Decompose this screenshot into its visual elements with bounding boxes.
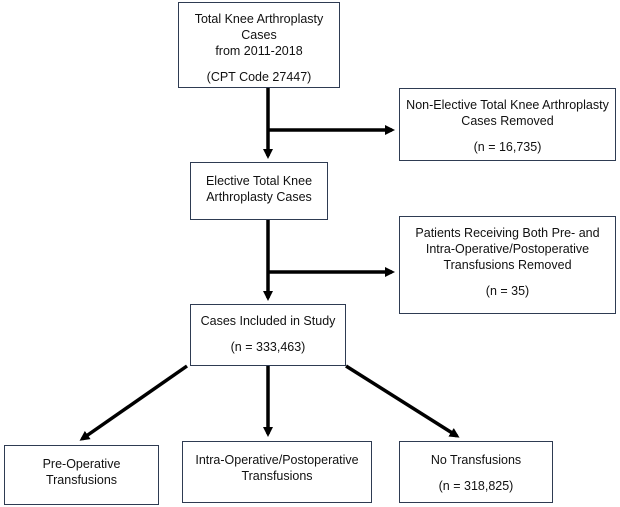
box-text: Pre-Operative — [42, 457, 121, 471]
box-text: Cases Included in Study — [200, 314, 336, 328]
box-text: Transfusions Removed — [443, 258, 572, 272]
box-text: Intra-Operative/Postoperative — [425, 242, 590, 256]
box-text: Transfusions — [241, 469, 313, 483]
box-both-transfusions-removed: Patients Receiving Both Pre- and Intra-O… — [399, 216, 616, 314]
box-text: (CPT Code 27447) — [206, 70, 312, 84]
box-text: Intra-Operative/Postoperative — [195, 453, 359, 467]
arrow-to-pre — [79, 364, 188, 441]
box-text: Cases Removed — [461, 114, 554, 128]
box-count: (n = 16,735) — [473, 140, 542, 154]
box-pre-operative: Pre-Operative Transfusions — [4, 445, 159, 505]
box-text: from 2011-2018 — [215, 44, 303, 58]
box-text: Patients Receiving Both Pre- and — [415, 226, 600, 240]
box-text: Total Knee Arthroplasty Cases — [194, 12, 324, 42]
box-count: (n = 35) — [485, 284, 530, 298]
arrow-to-none — [345, 364, 460, 438]
box-text: Non-Elective Total Knee Arthroplasty — [406, 98, 609, 112]
box-text: No Transfusions — [430, 453, 522, 467]
box-total-cases: Total Knee Arthroplasty Cases from 2011-… — [178, 2, 340, 88]
box-nonelective-removed: Non-Elective Total Knee Arthroplasty Cas… — [399, 88, 616, 161]
box-count: (n = 318,825) — [438, 479, 514, 493]
box-text: Elective Total Knee — [205, 174, 313, 188]
box-cases-included: Cases Included in Study (n = 333,463) — [190, 304, 346, 366]
box-count: (n = 333,463) — [230, 340, 306, 354]
box-no-transfusions: No Transfusions (n = 318,825) — [399, 441, 553, 503]
box-text: Transfusions — [45, 473, 118, 487]
box-elective-cases: Elective Total Knee Arthroplasty Cases — [190, 162, 328, 220]
box-intra-postoperative: Intra-Operative/Postoperative Transfusio… — [182, 441, 372, 503]
box-text: Arthroplasty Cases — [206, 190, 312, 204]
